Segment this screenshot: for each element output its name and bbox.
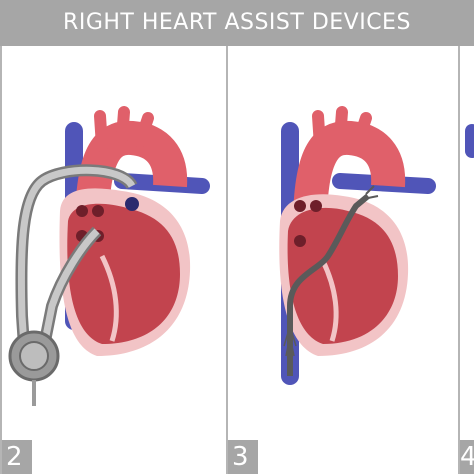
valve-dot-b-2 bbox=[92, 205, 104, 217]
valve-dot-a-3 bbox=[294, 200, 306, 212]
panel-2-number: 2 bbox=[2, 440, 32, 474]
panel-3-number: 3 bbox=[228, 440, 258, 474]
inlet-cage-3 bbox=[283, 323, 297, 357]
aortic-branches-3 bbox=[312, 106, 372, 152]
septum-3 bbox=[320, 259, 339, 342]
panel-2-left-border bbox=[0, 46, 2, 474]
aortic-arch-3 bbox=[293, 120, 406, 227]
heart-2 bbox=[59, 106, 210, 356]
panel-2-illustration bbox=[8, 106, 210, 406]
device-3 bbox=[283, 185, 379, 376]
valve-dot-c-3 bbox=[294, 235, 306, 247]
pa-dot-2 bbox=[125, 197, 139, 211]
panel-4-illustration bbox=[465, 124, 474, 158]
catheter-3 bbox=[287, 193, 370, 376]
device-2 bbox=[8, 164, 138, 406]
septum-2 bbox=[99, 254, 119, 342]
valve-dot-b-3 bbox=[310, 200, 322, 212]
aortic-arch-2 bbox=[75, 120, 188, 227]
aortic-branches-2 bbox=[94, 106, 154, 152]
figure-title: RIGHT HEART ASSIST DEVICES bbox=[63, 10, 411, 35]
panel-divider-3-4 bbox=[458, 46, 460, 474]
panel-4-number: 4 bbox=[460, 440, 474, 474]
heart-3 bbox=[279, 106, 436, 385]
title-bar bbox=[0, 0, 474, 46]
panel-divider-2-3 bbox=[226, 46, 228, 474]
panel-3-illustration bbox=[279, 106, 436, 385]
myocardium-3 bbox=[287, 207, 398, 344]
valve-dot-a-2 bbox=[76, 205, 88, 217]
